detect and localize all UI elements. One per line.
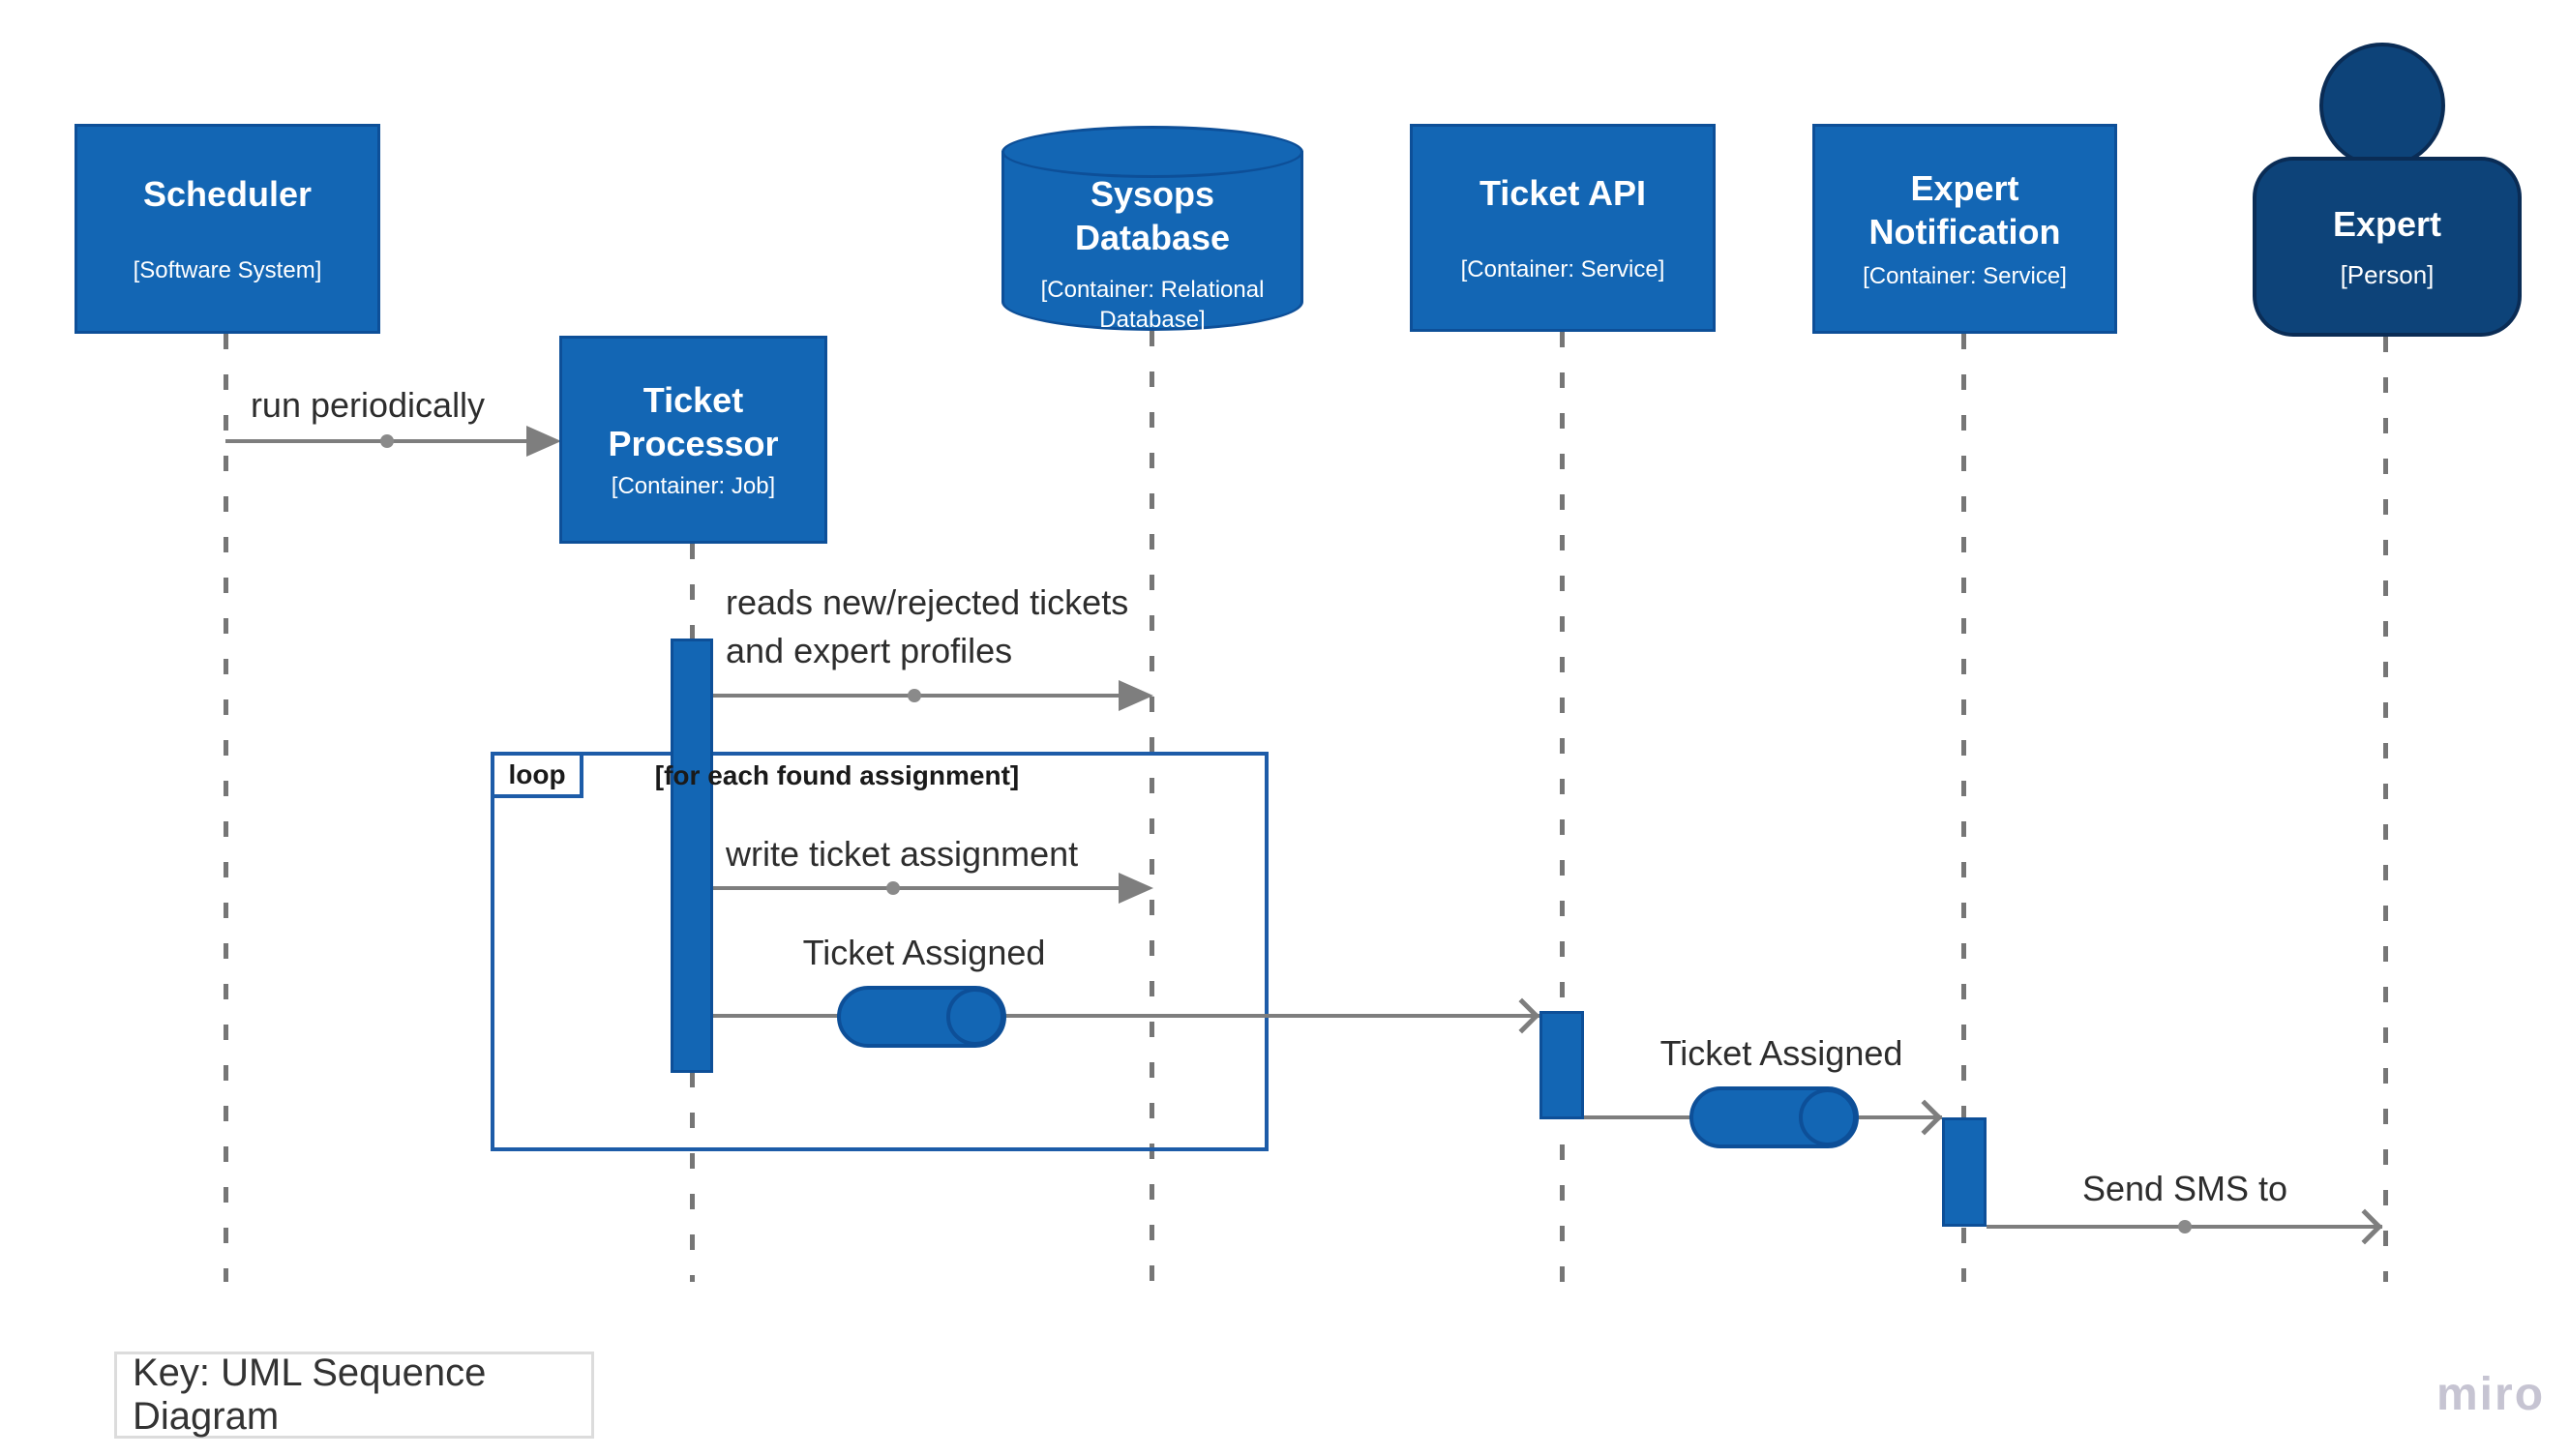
activation-expert-notification[interactable]: [1942, 1117, 1987, 1227]
loop-guard: [for each found assignment]: [654, 760, 1020, 790]
person-head-icon: [2319, 43, 2445, 168]
actor-title: Ticket API: [1479, 173, 1647, 214]
actor-title: Expert Notification: [1868, 167, 2061, 252]
capsule-end-icon: [1799, 1088, 1857, 1146]
actor-title: Scheduler: [142, 173, 313, 214]
actor-scheduler[interactable]: Scheduler [Software System]: [75, 124, 380, 334]
open-arrowhead-icon: [1504, 997, 1540, 1034]
activation-ticket-processor[interactable]: [671, 639, 713, 1073]
midpoint-dot-icon: [908, 689, 921, 702]
actor-title: Expert: [2332, 203, 2442, 244]
actor-expert-notification[interactable]: Expert Notification [Container: Service]: [1812, 124, 2117, 334]
message-label-ticket-assigned-1: Ticket Assigned: [802, 933, 1046, 972]
lifeline-scheduler: [224, 334, 228, 1282]
lifeline-sysops-database: [1150, 331, 1154, 1282]
database-cylinder-body: [1001, 151, 1303, 331]
actor-ticket-api[interactable]: Ticket API [Container: Service]: [1410, 124, 1716, 332]
lifeline-ticket-api: [1560, 332, 1565, 1282]
message-label-write-assignment: write ticket assignment: [726, 834, 1079, 874]
actor-title: Sysops Database: [1074, 173, 1231, 257]
actor-subtitle: [Person]: [2340, 259, 2435, 289]
actor-subtitle: [Container: Service]: [1863, 262, 2067, 289]
message-line-run-periodically[interactable]: [225, 439, 526, 443]
midpoint-dot-icon: [2178, 1220, 2192, 1233]
loop-label-text: loop: [508, 759, 566, 789]
actor-subtitle: [Container: Job]: [611, 472, 776, 499]
activation-ticket-api[interactable]: [1539, 1011, 1584, 1119]
message-label-ticket-assigned-2: Ticket Assigned: [1659, 1033, 1903, 1073]
actor-subtitle: [Software System]: [133, 256, 322, 283]
key-label: Key: UML Sequence Diagram: [133, 1352, 487, 1438]
capsule-end-icon: [946, 988, 1004, 1046]
actor-ticket-processor[interactable]: Ticket Processor [Container: Job]: [559, 336, 827, 544]
ticket-assigned-capsule-1[interactable]: [837, 986, 1006, 1048]
key-box[interactable]: Key: UML Sequence Diagram: [114, 1352, 594, 1439]
message-label-reads-tickets: reads new/rejected tickets and expert pr…: [726, 582, 1129, 671]
solid-arrowhead-icon: [1119, 873, 1153, 904]
open-arrowhead-icon: [2346, 1208, 2383, 1245]
actor-subtitle: [Container: Relational Database]: [1040, 276, 1265, 333]
loop-label: loop: [491, 752, 583, 798]
actor-sysops-database[interactable]: Sysops Database [Container: Relational D…: [1001, 126, 1303, 333]
miro-watermark: miro: [2436, 1369, 2546, 1420]
open-arrowhead-icon: [1906, 1099, 1943, 1136]
message-line-write-assignment[interactable]: [713, 886, 1119, 890]
actor-title: Ticket Processor: [608, 379, 779, 463]
ticket-assigned-capsule-2[interactable]: [1689, 1086, 1859, 1148]
actor-subtitle: [Container: Service]: [1460, 255, 1665, 282]
solid-arrowhead-icon: [526, 426, 561, 457]
midpoint-dot-icon: [380, 434, 394, 448]
message-label-run-periodically: run periodically: [250, 385, 486, 425]
lifeline-expert: [2383, 337, 2388, 1282]
message-label-send-sms: Send SMS to: [2081, 1169, 2288, 1208]
actor-expert[interactable]: Expert [Person]: [2253, 157, 2522, 337]
midpoint-dot-icon: [886, 881, 900, 895]
loop-fragment[interactable]: loop: [491, 752, 1269, 1151]
lifeline-expert-notification: [1961, 334, 1966, 1282]
database-cylinder-top-icon: [1001, 126, 1303, 178]
message-line-ticket-assigned-1[interactable]: [713, 1014, 1539, 1018]
solid-arrowhead-icon: [1119, 680, 1153, 711]
